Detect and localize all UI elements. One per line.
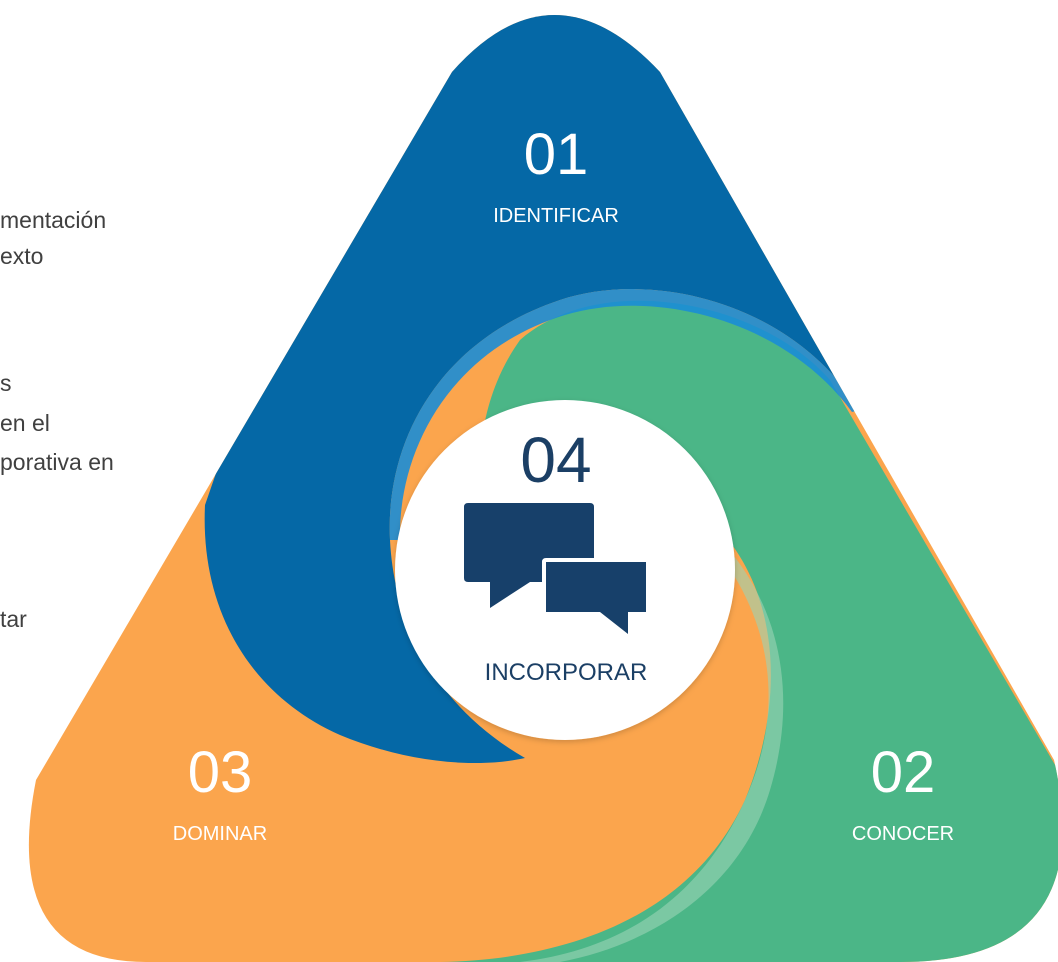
- stage-01-number: 01: [524, 122, 589, 187]
- side-text-line-4: en el: [0, 410, 50, 436]
- side-text-line-5: porativa en: [0, 449, 114, 475]
- stage-02-number: 02: [871, 740, 936, 805]
- side-text-line-3: s: [0, 370, 12, 396]
- side-text-line-6: tar: [0, 606, 27, 632]
- side-text-line-1: mentación: [0, 207, 107, 233]
- side-text-line-2: exto: [0, 243, 44, 269]
- stage-02-fold-edge: [520, 520, 784, 962]
- stage-04-number: 04: [520, 424, 591, 496]
- stage-04-label: INCORPORAR: [485, 659, 648, 686]
- stage-03-number: 03: [188, 740, 253, 805]
- stage-03-label: DOMINAR: [173, 823, 267, 845]
- chat-bubbles-icon: [464, 503, 650, 640]
- stage-02-label: CONOCER: [852, 823, 954, 845]
- stage-01-label: IDENTIFICAR: [493, 205, 619, 227]
- stage-02-segment: [440, 300, 1058, 962]
